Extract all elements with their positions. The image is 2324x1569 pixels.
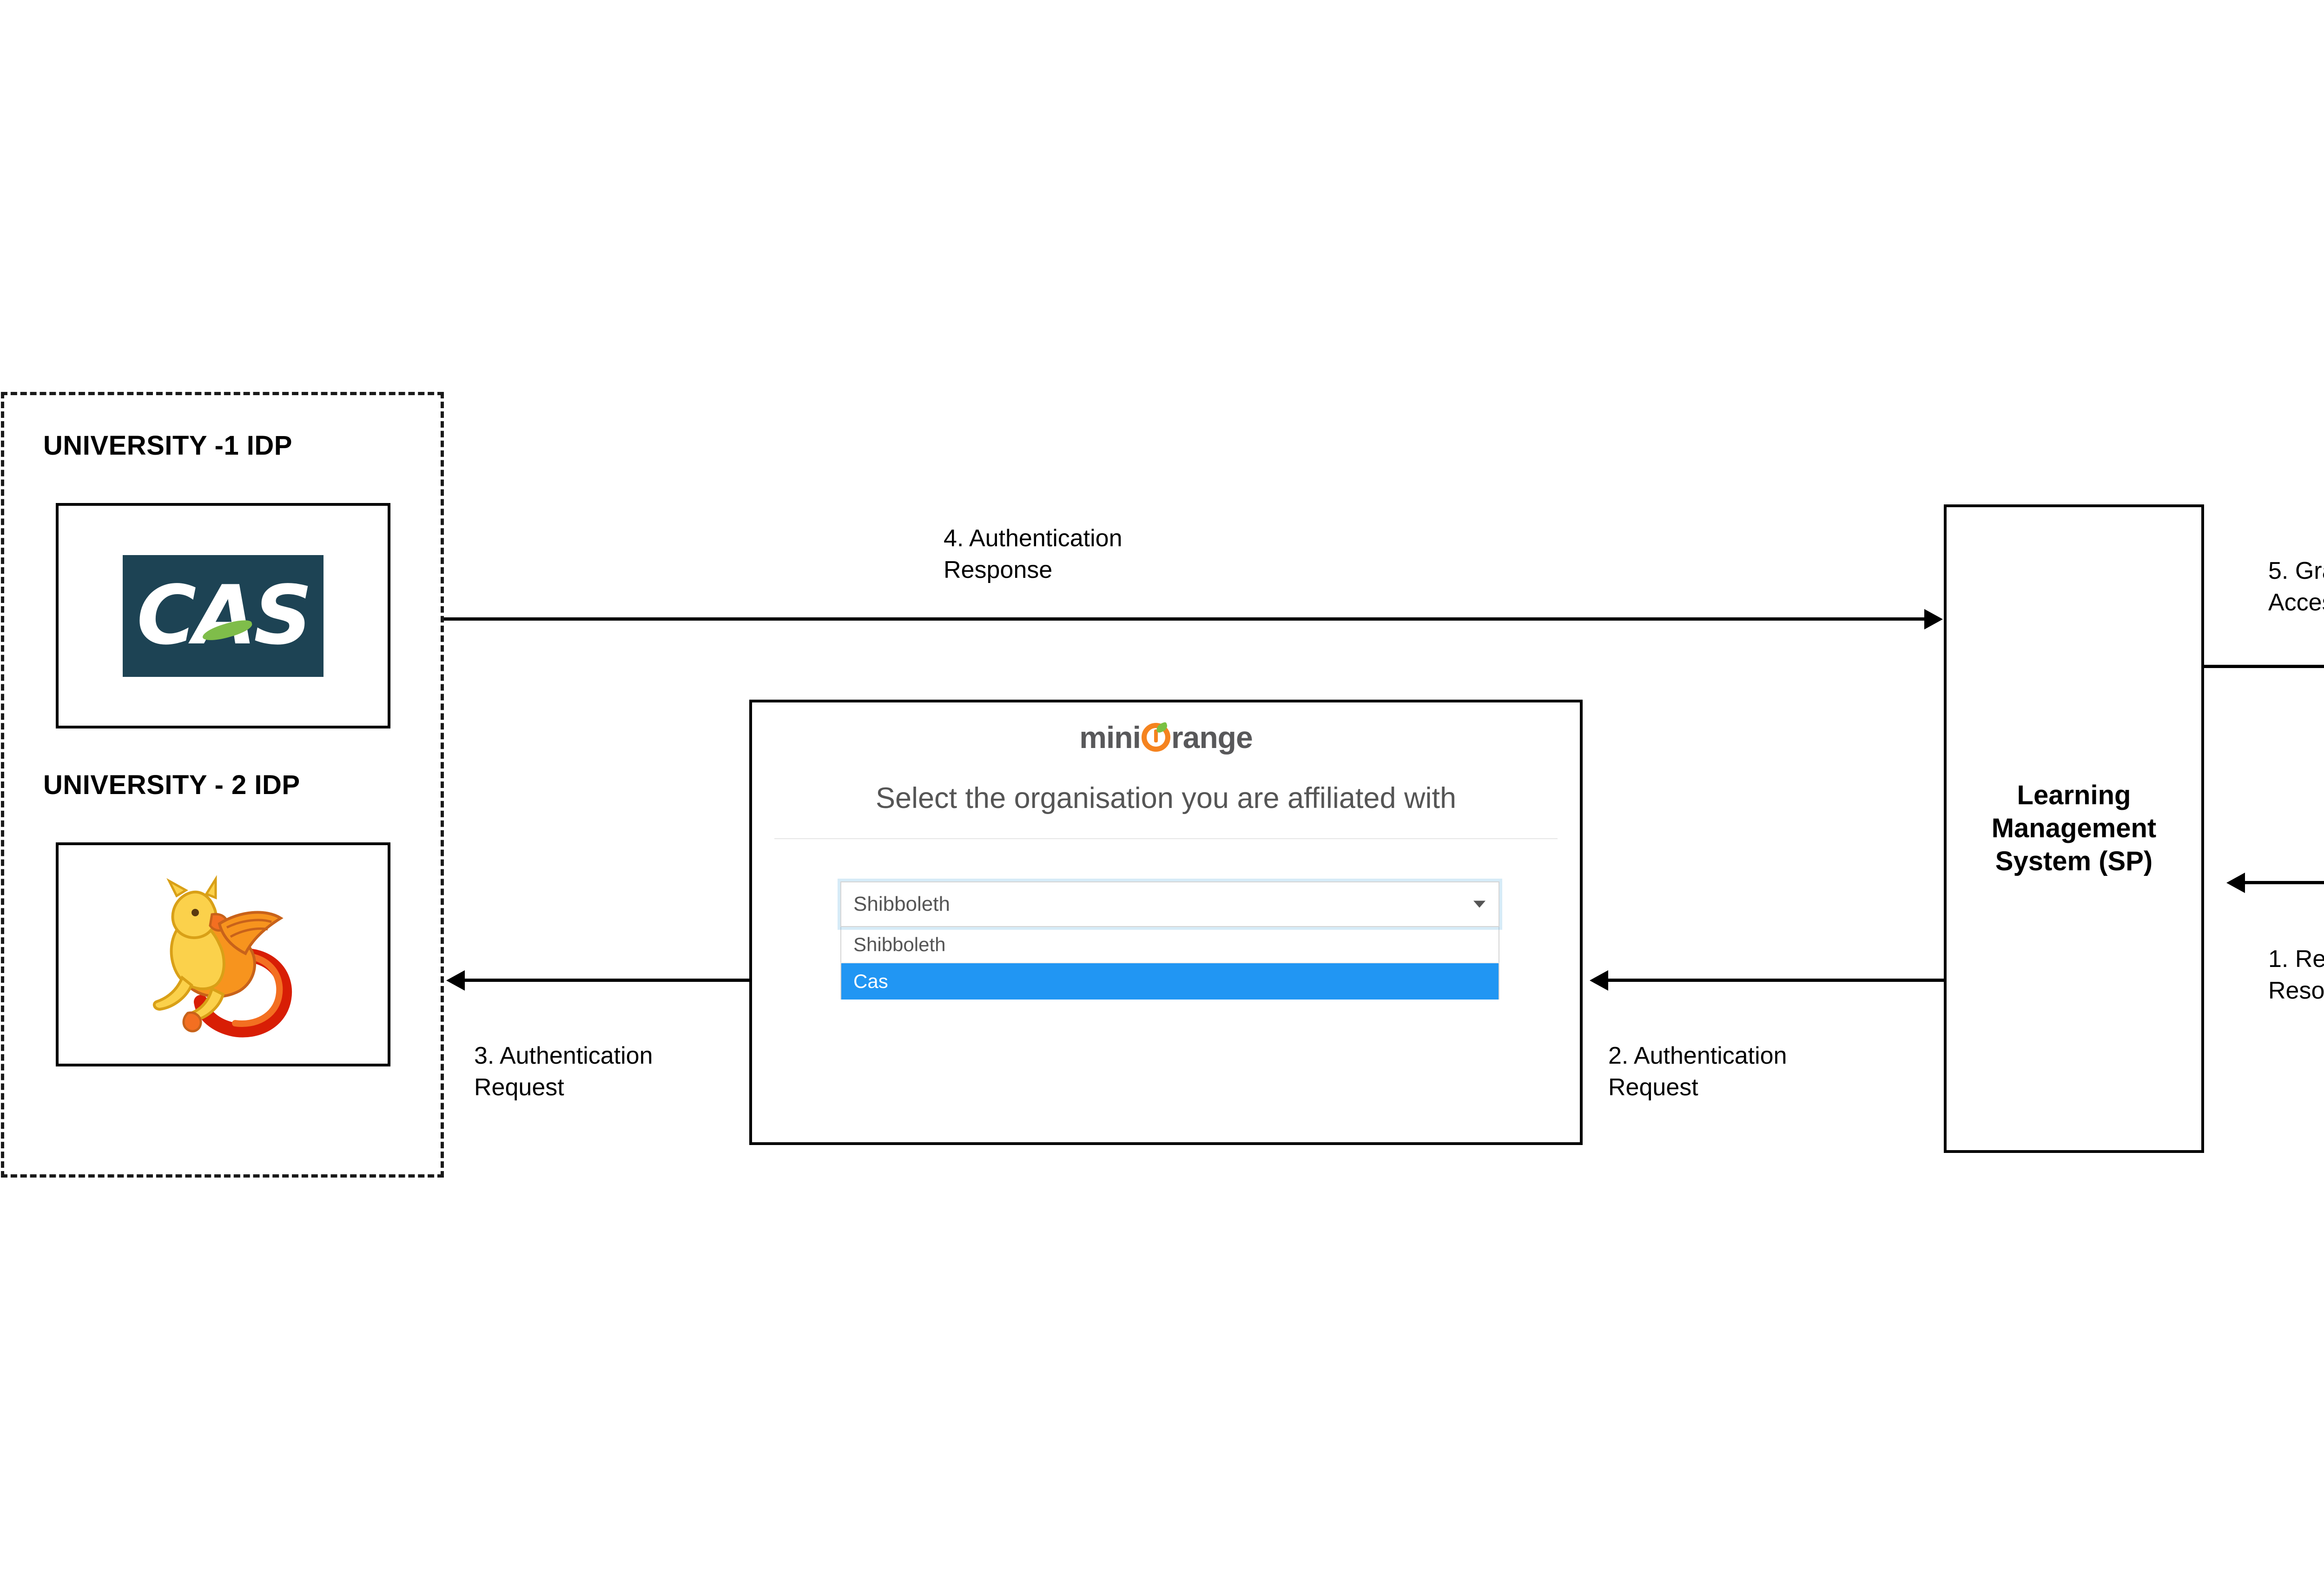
panel-divider xyxy=(774,838,1558,839)
miniorange-selector-panel: mini range Select the organisation you a… xyxy=(749,700,1583,1145)
miniorange-logo: mini range xyxy=(752,722,1580,753)
flow-2-line xyxy=(1608,979,1944,982)
learning-management-system-box: Learning Management System (SP) xyxy=(1944,504,2204,1153)
orange-o-icon xyxy=(1141,722,1170,752)
flow-1-line xyxy=(2245,881,2324,884)
university-2-idp-title: UNIVERSITY - 2 IDP xyxy=(43,770,300,800)
university-1-idp-title: UNIVERSITY -1 IDP xyxy=(43,430,292,461)
university-1-idp-logo-frame: CAS xyxy=(56,503,390,728)
miniorange-logo-suffix: range xyxy=(1171,720,1253,755)
flow-4-arrowhead xyxy=(1924,609,1943,629)
flow-1-label: 1. Request Resources xyxy=(2268,946,2324,1004)
organisation-selected-value: Shibboleth xyxy=(853,893,950,915)
flow-5-line xyxy=(2204,665,2324,668)
flow-2-arrowhead xyxy=(1590,970,1608,991)
flow-3-arrowhead xyxy=(446,970,465,991)
flow-2-label: 2. Authentication Request xyxy=(1608,1042,1787,1101)
flow-3-label: 3. Authentication Request xyxy=(474,1042,653,1101)
cas-logo-text: CAS xyxy=(137,569,312,663)
flow-4-line xyxy=(444,617,1927,621)
cas-logo: CAS xyxy=(123,555,324,677)
panel-heading: Select the organisation you are affiliat… xyxy=(875,782,1457,814)
flow-1-arrowhead xyxy=(2226,873,2245,893)
organisation-select-box[interactable]: Shibboleth xyxy=(840,881,1499,927)
university-2-idp-logo-frame xyxy=(56,842,390,1066)
chevron-down-icon[interactable] xyxy=(1473,900,1486,908)
organisation-dropdown[interactable]: Shibboleth Shibboleth Cas SUBMIT xyxy=(840,881,1499,1035)
miniorange-logo-prefix: mini xyxy=(1079,720,1141,755)
dropdown-option-shibboleth[interactable]: Shibboleth xyxy=(840,927,1499,963)
lms-label: Learning Management System (SP) xyxy=(1991,780,2157,876)
dropdown-option-cas[interactable]: Cas xyxy=(840,963,1499,1000)
flow-3-line xyxy=(465,979,749,982)
flow-4-label: 4. Authentication Response xyxy=(944,525,1122,583)
shibboleth-gryphon-icon xyxy=(152,875,292,1038)
flow-5-label: 5. Grant Access xyxy=(2268,557,2324,616)
